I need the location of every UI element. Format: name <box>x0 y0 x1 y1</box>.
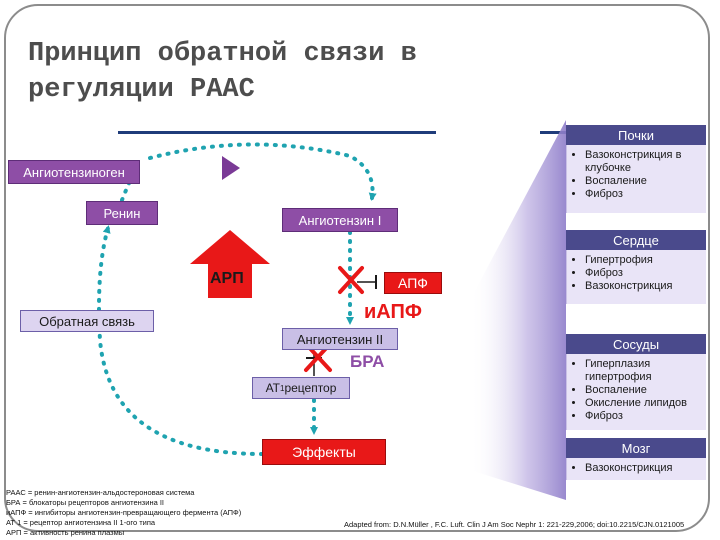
node-angiotensinogen: Ангиотензиноген <box>8 160 140 184</box>
panel-brain-item: Вазоконстрикция <box>585 462 704 475</box>
title-underline-right <box>540 131 570 134</box>
panel-vessels-item: Гиперплазия гипертрофия <box>585 358 704 384</box>
effects-fan <box>470 120 566 500</box>
label-iapf: иАПФ <box>364 301 422 323</box>
node-renin: Ренин <box>86 201 158 225</box>
panel-heart-item: Фиброз <box>585 267 704 280</box>
feedback-loop-arrow <box>97 225 264 456</box>
title-underline <box>118 131 436 134</box>
legend-line: АРП = активность ренина плазмы <box>6 528 125 537</box>
panel-kidneys-item: Воспаление <box>585 175 704 188</box>
slide-frame <box>4 4 710 532</box>
panel-vessels-item: Фиброз <box>585 410 704 423</box>
node-effects: Эффекты <box>262 439 386 465</box>
arrow-angiotensinogen-to-angiotensin1 <box>148 142 377 201</box>
at1-label-prefix: АТ <box>265 381 280 395</box>
panel-heart-item: Гипертрофия <box>585 254 704 267</box>
panel-vessels-item: Воспаление <box>585 384 704 397</box>
panel-heart-item: Вазоконстрикция <box>585 280 704 293</box>
arp-up-arrow <box>190 230 270 298</box>
source-citation: Adapted from: D.N.Müller , F.C. Luft. Cl… <box>344 520 685 529</box>
legend-line: БРА = блокаторы рецепторов ангиотензина … <box>6 498 165 507</box>
panel-kidneys: Вазоконстрикция в клубочке Воспаление Фи… <box>566 145 706 213</box>
node-feedback: Обратная связь <box>20 310 154 332</box>
panel-kidneys-item: Фиброз <box>585 188 704 201</box>
abbreviation-legend: РААС = ренин-ангиотензин-альдостероновая… <box>6 488 241 538</box>
panel-vessels-header: Сосуды <box>566 334 706 354</box>
legend-line: иАПФ = ингибиторы ангиотензин-превращающ… <box>6 508 242 517</box>
label-arp: АРП <box>210 270 244 287</box>
panel-kidneys-header: Почки <box>566 125 706 145</box>
panel-vessels-item: Окисление липидов <box>585 397 704 410</box>
at1-label-subscript: 1 <box>279 383 285 393</box>
label-bra: БРА <box>350 352 385 371</box>
slide-title: Принцип обратной связи в регуляции РААС <box>28 39 417 105</box>
node-angiotensin1: Ангиотензин I <box>282 208 398 232</box>
node-apf: АПФ <box>384 272 442 294</box>
legend-line: РААС = ренин-ангиотензин-альдостероновая… <box>6 488 195 497</box>
panel-brain: Вазоконстрикция <box>566 458 706 480</box>
panel-kidneys-item: Вазоконстрикция в клубочке <box>585 149 704 175</box>
panel-heart: Гипертрофия Фиброз Вазоконстрикция <box>566 250 706 304</box>
legend-line: АТ 1 = рецептор ангиотензина II 1-ого ти… <box>6 518 156 527</box>
node-angiotensin2: Ангиотензин II <box>282 328 398 350</box>
renin-action-triangle <box>222 156 240 180</box>
at1-label-suffix: рецептор <box>284 381 337 395</box>
panel-heart-header: Сердце <box>566 230 706 250</box>
iapf-block-cross-icon <box>338 266 364 294</box>
panel-vessels: Гиперплазия гипертрофия Воспаление Окисл… <box>566 354 706 430</box>
panel-brain-header: Мозг <box>566 438 706 458</box>
